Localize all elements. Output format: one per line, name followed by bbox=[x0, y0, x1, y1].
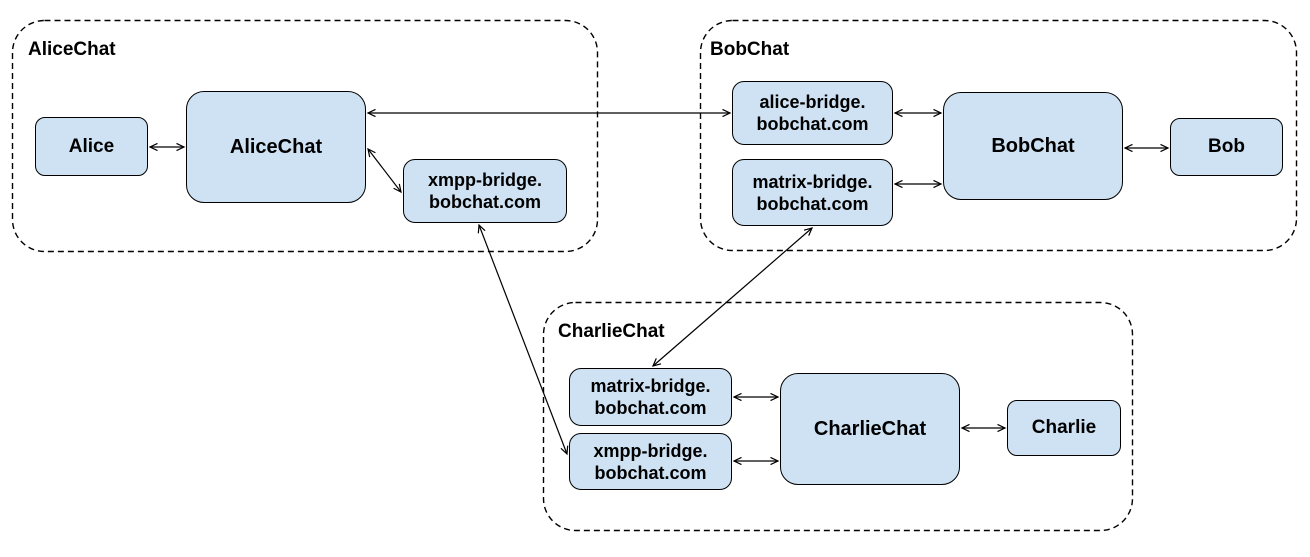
edge-matrixbridge-bobchat-to-charliechat bbox=[651, 227, 814, 367]
node-bob-user-label: Bob bbox=[1208, 136, 1245, 157]
node-alice-user: Alice bbox=[35, 117, 148, 176]
cluster-outline-charliechat bbox=[542, 301, 1134, 532]
cluster-label-alicechat: AliceChat bbox=[28, 39, 116, 60]
node-matrix-bridge-bobchat-line2: bobchat.com bbox=[756, 193, 869, 214]
cluster-label-bobchat: BobChat bbox=[710, 39, 790, 60]
node-alicechat-server-label: AliceChat bbox=[229, 136, 323, 158]
node-alice-user-label: Alice bbox=[68, 135, 115, 157]
node-matrix-bridge-charliechat-line2: bobchat.com bbox=[594, 398, 707, 418]
node-alicechat-server: AliceChat bbox=[186, 91, 366, 203]
node-matrix-bridge-charliechat: matrix-bridge. bobchat.com bbox=[569, 368, 732, 426]
edge-alicechat-xmppbridge bbox=[367, 147, 402, 194]
node-charlie-user: Charlie bbox=[1007, 400, 1121, 456]
node-bobchat-server-label: BobChat bbox=[991, 135, 1075, 157]
node-xmpp-bridge-charliechat-line2: bobchat.com bbox=[594, 462, 707, 483]
node-charlie-user-label: Charlie bbox=[1031, 417, 1097, 438]
node-alice-bridge-bobchat-line2: bobchat.com bbox=[756, 114, 869, 134]
cluster-outline-bobchat bbox=[699, 19, 1298, 252]
edge-xmppbridge-alicechat-to-charliechat bbox=[477, 223, 569, 456]
node-xmpp-bridge-charliechat-line1: xmpp-bridge. bbox=[593, 440, 708, 461]
node-matrix-bridge-charliechat-line1: matrix-bridge. bbox=[590, 376, 711, 396]
node-charliechat-server-label: CharlieChat bbox=[813, 418, 927, 440]
node-charliechat-server: CharlieChat bbox=[780, 373, 960, 485]
node-alice-bridge-bobchat: alice-bridge. bobchat.com bbox=[732, 81, 893, 145]
node-xmpp-bridge-alicechat-line2: bobchat.com bbox=[428, 192, 541, 212]
node-bob-user: Bob bbox=[1170, 118, 1283, 176]
node-xmpp-bridge-alicechat-line1: xmpp-bridge. bbox=[427, 170, 542, 190]
node-xmpp-bridge-alicechat: xmpp-bridge. bobchat.com bbox=[403, 159, 567, 223]
cluster-label-charliechat: CharlieChat bbox=[558, 321, 665, 342]
node-matrix-bridge-bobchat: matrix-bridge. bobchat.com bbox=[732, 159, 893, 226]
node-bobchat-server: BobChat bbox=[943, 92, 1123, 200]
node-xmpp-bridge-charliechat: xmpp-bridge. bobchat.com bbox=[569, 433, 732, 490]
cluster-outline-alicechat bbox=[11, 19, 599, 253]
node-alice-bridge-bobchat-line1: alice-bridge. bbox=[759, 92, 866, 112]
node-matrix-bridge-bobchat-line1: matrix-bridge. bbox=[752, 171, 873, 192]
